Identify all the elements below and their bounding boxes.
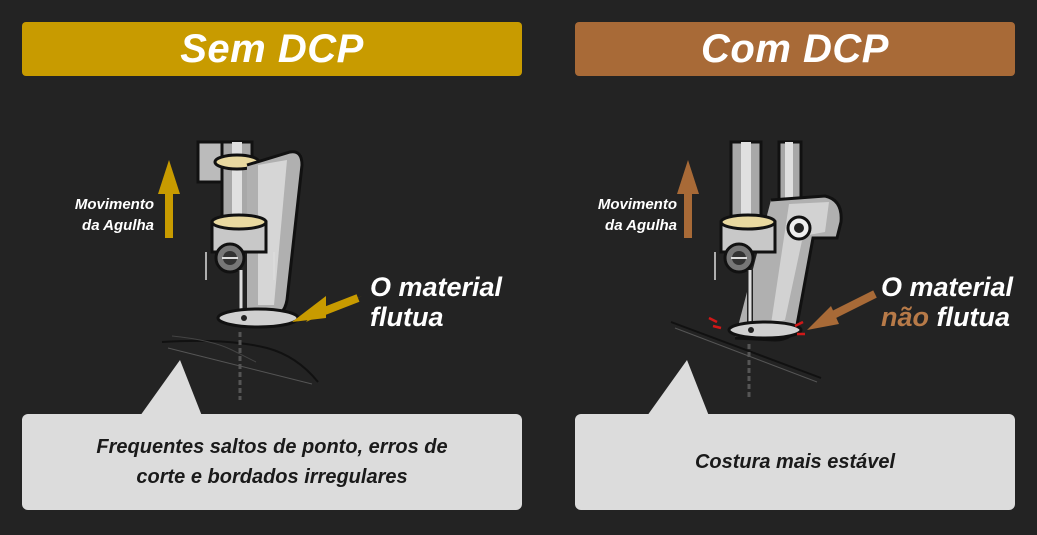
bubble-tail — [647, 360, 709, 416]
pointer-arrow-icon — [292, 294, 362, 322]
panel-title: Sem DCP — [22, 22, 522, 76]
panel-with-dcp: Com DCP — [575, 0, 1015, 535]
callout-text: O material flutua — [370, 272, 503, 332]
panel-without-dcp: Sem DCP — [22, 0, 522, 535]
result-bubble: Costura mais estável — [575, 414, 1015, 510]
result-bubble: Frequentes saltos de ponto, erros de cor… — [22, 414, 522, 510]
contact-mark-icon — [708, 316, 805, 336]
bubble-tail — [140, 360, 202, 416]
needle-illustration — [140, 140, 362, 416]
motion-label: Movimento da Agulha — [597, 196, 677, 234]
motion-label: Movimento da Agulha — [74, 196, 154, 234]
up-arrow-icon — [158, 160, 180, 238]
callout-text: O material não flutua — [881, 272, 1014, 332]
up-arrow-icon — [677, 160, 699, 238]
callout-highlight: não — [881, 302, 930, 332]
pointer-arrow-icon — [807, 290, 877, 330]
presser-foot-icon — [734, 194, 843, 342]
needle-illustration — [647, 140, 877, 416]
panel-title: Com DCP — [575, 22, 1015, 76]
